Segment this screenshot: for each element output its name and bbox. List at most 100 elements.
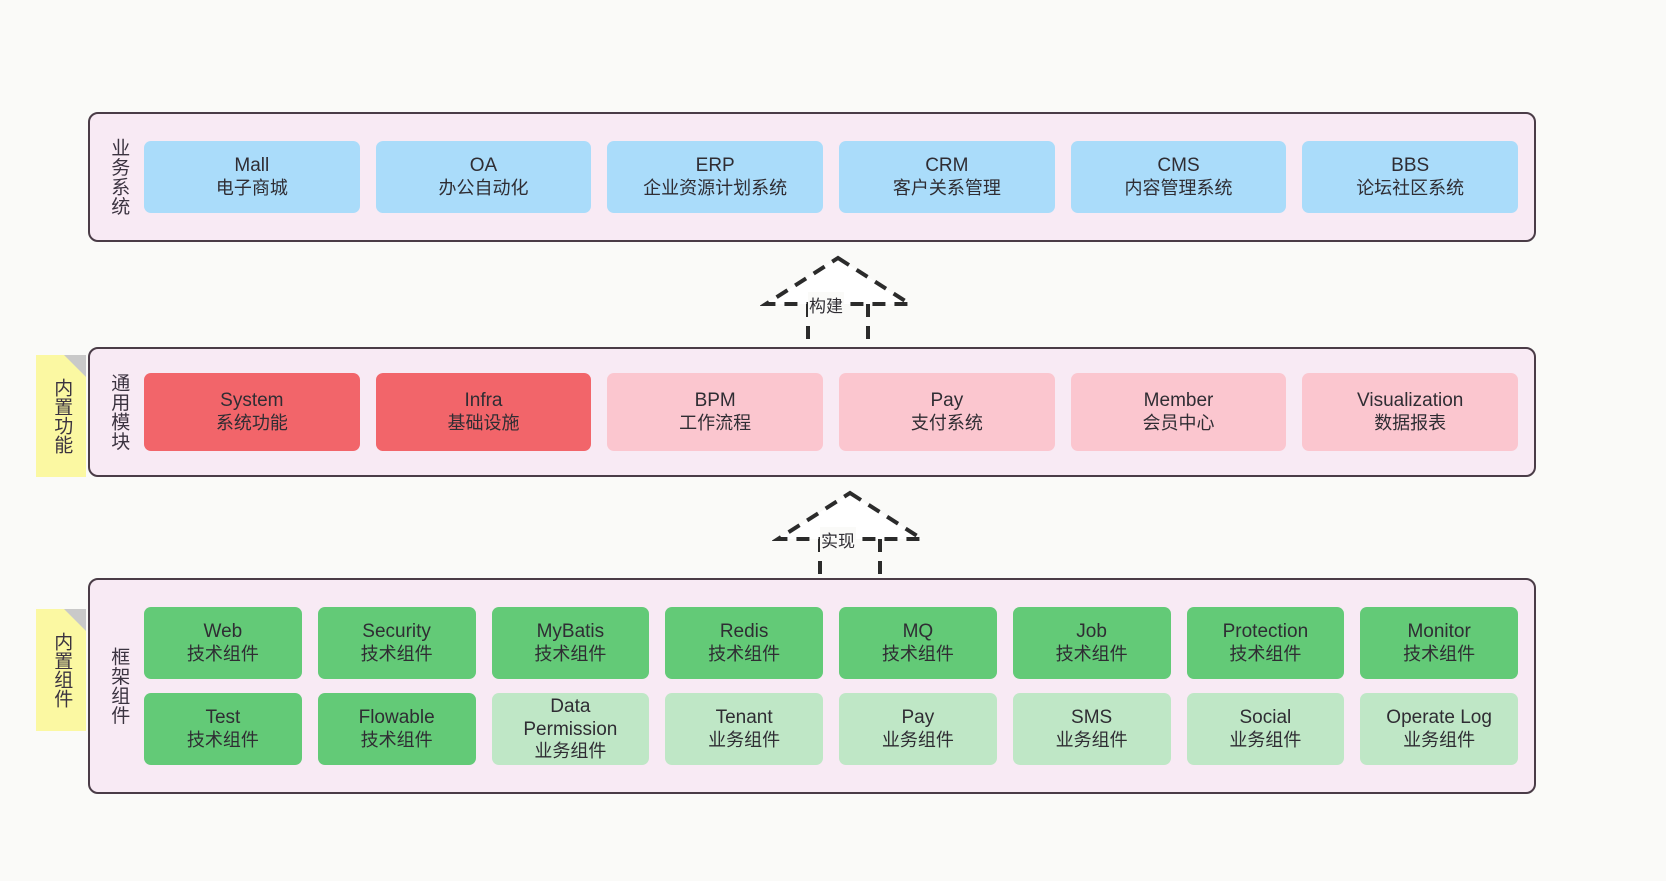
component-mq-title: MQ <box>902 621 934 643</box>
module-system[interactable]: System 系统功能 <box>144 373 360 451</box>
module-member[interactable]: Member 会员中心 <box>1070 373 1287 451</box>
module-erp-subtitle: 企业资源计划系统 <box>643 177 788 198</box>
module-cms-title: CMS <box>1157 155 1200 177</box>
module-system-title: System <box>220 390 284 412</box>
layer-common-row: System 系统功能 Infra 基础设施 BPM 工作流程 Pay 支付系统… <box>144 373 1519 451</box>
module-infra[interactable]: Infra 基础设施 <box>375 373 592 451</box>
component-social-title: Social <box>1239 707 1292 729</box>
module-bpm-subtitle: 工作流程 <box>679 412 752 433</box>
component-mq-subtitle: 技术组件 <box>881 643 954 664</box>
module-mall-subtitle: 电子商城 <box>215 177 288 198</box>
component-protection[interactable]: Protection 技术组件 <box>1186 607 1345 679</box>
component-redis[interactable]: Redis 技术组件 <box>665 607 823 679</box>
layer-business: 业务系统 Mall 电子商城 OA 办公自动化 ERP 企业资源计划系统 CRM <box>88 112 1536 242</box>
component-operate-log[interactable]: Operate Log 业务组件 <box>1360 693 1518 765</box>
module-bbs-subtitle: 论坛社区系统 <box>1356 177 1465 198</box>
note-builtin-features: 内置功能 <box>36 355 86 477</box>
layer-business-row: Mall 电子商城 OA 办公自动化 ERP 企业资源计划系统 CRM 客户关系… <box>144 141 1519 213</box>
component-mq[interactable]: MQ 技术组件 <box>839 607 997 679</box>
module-pay-subtitle: 支付系统 <box>910 412 983 433</box>
component-pay-subtitle: 业务组件 <box>881 729 954 750</box>
module-erp-title: ERP <box>695 155 735 177</box>
component-pay[interactable]: Pay 业务组件 <box>839 693 997 765</box>
component-sms-subtitle: 业务组件 <box>1055 729 1128 750</box>
component-tenant-subtitle: 业务组件 <box>708 729 781 750</box>
module-bpm-title: BPM <box>694 390 736 412</box>
module-pay[interactable]: Pay 支付系统 <box>839 373 1055 451</box>
module-crm-subtitle: 客户关系管理 <box>892 177 1001 198</box>
component-monitor-subtitle: 技术组件 <box>1403 643 1476 664</box>
connector-build: 构建 <box>759 252 920 344</box>
component-job-subtitle: 技术组件 <box>1055 643 1128 664</box>
component-social[interactable]: Social 业务组件 <box>1186 693 1345 765</box>
module-infra-title: Infra <box>464 390 503 412</box>
layer-framework-row-technical: Web 技术组件 Security 技术组件 MyBatis 技术组件 Redi… <box>144 607 1518 679</box>
component-security-title: Security <box>362 621 431 643</box>
component-data-permission[interactable]: Data Permission 业务组件 <box>491 693 650 765</box>
component-test-title: Test <box>205 707 241 729</box>
note-builtin-components: 内置组件 <box>36 609 86 731</box>
component-security-subtitle: 技术组件 <box>360 643 433 664</box>
module-oa-title: OA <box>469 155 498 177</box>
component-sms[interactable]: SMS 业务组件 <box>1012 693 1171 765</box>
component-tenant[interactable]: Tenant 业务组件 <box>665 693 823 765</box>
module-oa-subtitle: 办公自动化 <box>438 177 529 198</box>
module-mall-title: Mall <box>234 155 270 177</box>
module-member-subtitle: 会员中心 <box>1142 412 1215 433</box>
module-oa[interactable]: OA 办公自动化 <box>375 141 592 213</box>
connector-build-label: 构建 <box>808 292 844 317</box>
component-data-permission-title: Data Permission <box>523 695 618 741</box>
layer-business-label: 业务系统 <box>108 138 130 216</box>
component-monitor-title: Monitor <box>1407 621 1471 643</box>
module-crm-title: CRM <box>925 155 969 177</box>
component-protection-subtitle: 技术组件 <box>1229 643 1302 664</box>
note-fold-icon <box>64 355 86 377</box>
module-infra-subtitle: 基础设施 <box>447 412 520 433</box>
component-job-title: Job <box>1076 621 1107 643</box>
layer-common: 通用模块 System 系统功能 Infra 基础设施 BPM 工作流程 Pay <box>88 347 1536 477</box>
module-pay-title: Pay <box>930 390 964 412</box>
component-data-permission-subtitle: 业务组件 <box>534 741 607 762</box>
module-mall[interactable]: Mall 电子商城 <box>144 141 360 213</box>
component-mybatis-subtitle: 技术组件 <box>534 643 607 664</box>
layer-framework-body: Web 技术组件 Security 技术组件 MyBatis 技术组件 Redi… <box>140 580 1534 792</box>
component-social-subtitle: 业务组件 <box>1229 729 1302 750</box>
module-bbs[interactable]: BBS 论坛社区系统 <box>1302 141 1519 213</box>
module-bpm[interactable]: BPM 工作流程 <box>607 373 824 451</box>
component-mybatis-title: MyBatis <box>536 621 605 643</box>
component-redis-title: Redis <box>719 621 769 643</box>
module-bbs-title: BBS <box>1391 155 1430 177</box>
module-system-subtitle: 系统功能 <box>215 412 288 433</box>
component-web[interactable]: Web 技术组件 <box>144 607 302 679</box>
layer-framework: 框架组件 Web 技术组件 Security 技术组件 MyBatis 技术组件… <box>88 578 1536 794</box>
module-crm[interactable]: CRM 客户关系管理 <box>839 141 1055 213</box>
note-builtin-features-label: 内置功能 <box>51 378 73 454</box>
component-flowable[interactable]: Flowable 技术组件 <box>317 693 476 765</box>
component-job[interactable]: Job 技术组件 <box>1012 607 1171 679</box>
layer-common-label: 通用模块 <box>108 373 130 451</box>
module-visualization-title: Visualization <box>1357 390 1464 412</box>
module-member-title: Member <box>1143 390 1214 412</box>
module-visualization[interactable]: Visualization 数据报表 <box>1302 373 1519 451</box>
module-erp[interactable]: ERP 企业资源计划系统 <box>607 141 824 213</box>
layer-framework-row-business: Test 技术组件 Flowable 技术组件 Data Permission … <box>144 693 1518 765</box>
layer-business-body: Mall 电子商城 OA 办公自动化 ERP 企业资源计划系统 CRM 客户关系… <box>140 114 1534 240</box>
component-pay-title: Pay <box>901 707 935 729</box>
layer-framework-label: 框架组件 <box>108 647 130 725</box>
component-test[interactable]: Test 技术组件 <box>144 693 302 765</box>
component-security[interactable]: Security 技术组件 <box>317 607 476 679</box>
component-sms-title: SMS <box>1071 707 1113 729</box>
module-visualization-subtitle: 数据报表 <box>1374 412 1447 433</box>
connector-implement: 实现 <box>771 487 932 579</box>
component-mybatis[interactable]: MyBatis 技术组件 <box>491 607 650 679</box>
component-web-title: Web <box>203 621 243 643</box>
module-cms[interactable]: CMS 内容管理系统 <box>1070 141 1287 213</box>
component-operate-log-subtitle: 业务组件 <box>1403 729 1476 750</box>
component-monitor[interactable]: Monitor 技术组件 <box>1360 607 1518 679</box>
component-test-subtitle: 技术组件 <box>186 729 259 750</box>
component-flowable-title: Flowable <box>358 707 435 729</box>
component-redis-subtitle: 技术组件 <box>708 643 781 664</box>
connector-implement-label: 实现 <box>820 527 856 552</box>
module-cms-subtitle: 内容管理系统 <box>1124 177 1233 198</box>
